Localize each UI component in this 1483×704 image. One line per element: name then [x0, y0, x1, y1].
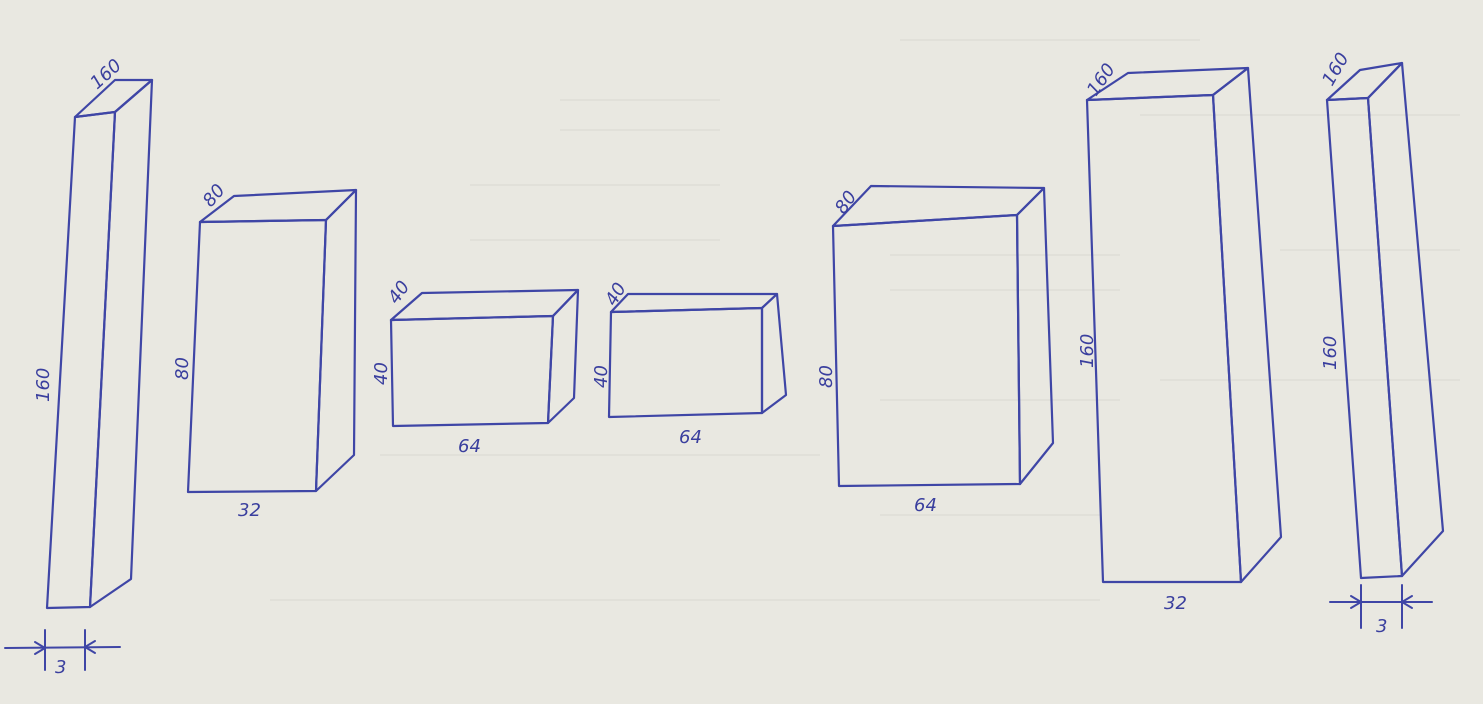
block-4-width-label: 64: [679, 427, 702, 448]
block-7-height-label: 160: [1320, 336, 1341, 370]
block-5-width-label: 64: [914, 495, 937, 516]
block-2-side-face: [314, 188, 358, 493]
block-3-height-label: 40: [371, 362, 392, 385]
block-4-height-label: 40: [591, 365, 612, 388]
block-1-width-dimension: [4, 629, 121, 671]
block-4-side-face: [760, 292, 788, 415]
block-3-side-face: [546, 288, 580, 425]
block-1-height-label: 160: [33, 368, 54, 402]
block-2-width-label: 32: [238, 500, 261, 521]
block-6-height-label: 160: [1077, 334, 1098, 368]
block-5-side-face: [1015, 186, 1055, 486]
paper-bleed-through: [270, 39, 1460, 601]
block-3: 40 40 64: [371, 277, 580, 457]
block-6-side-face: [1211, 66, 1283, 584]
block-5-height-label: 80: [816, 365, 837, 388]
block-6-width-label: 32: [1164, 593, 1187, 614]
block-7-side-face: [1366, 61, 1445, 578]
block-1-side-face: [88, 78, 154, 609]
block-1-width-label: 3: [55, 657, 66, 678]
block-7-width-dimension: [1329, 584, 1433, 629]
block-3-width-label: 64: [458, 436, 481, 457]
block-2-height-label: 80: [172, 357, 193, 380]
block-1: 160 160 3: [4, 55, 154, 678]
block-7-width-label: 3: [1376, 616, 1387, 637]
